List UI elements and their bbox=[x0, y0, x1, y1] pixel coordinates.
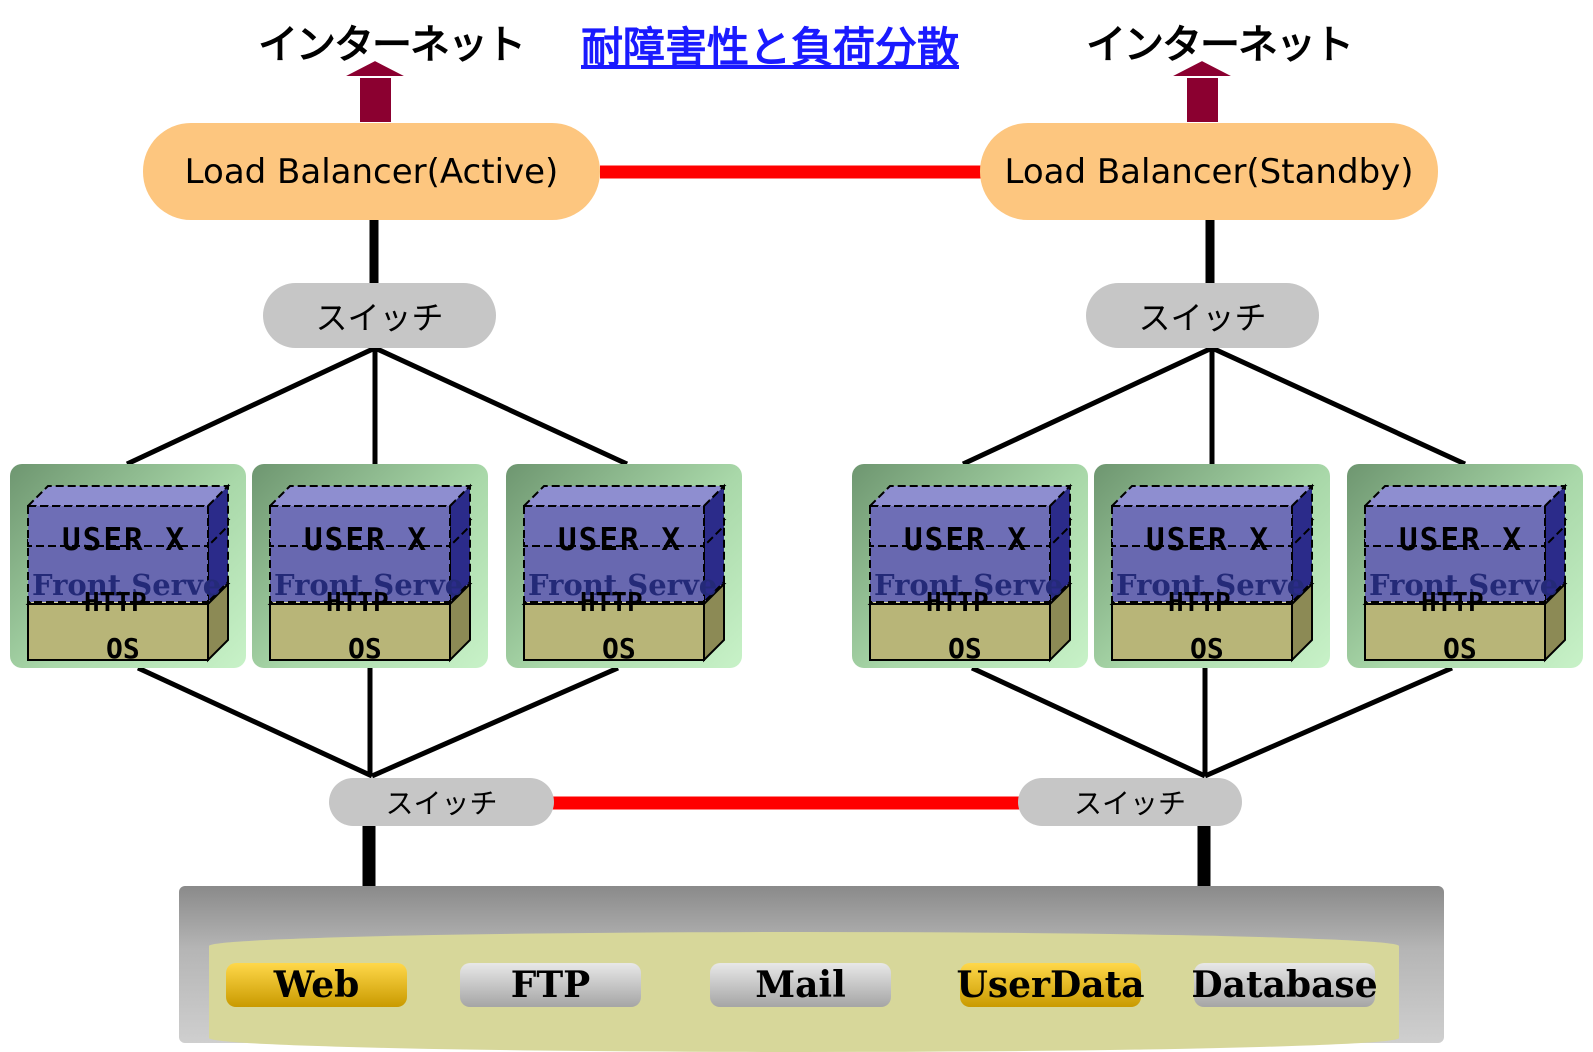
front-server-label: Front Serve bbox=[874, 568, 1064, 602]
http-layer-label: HTTP bbox=[926, 588, 989, 618]
user-layer-label: USER X bbox=[904, 522, 1028, 558]
switch-upper-left: スイッチ bbox=[263, 283, 496, 348]
http-layer-label: HTTP bbox=[1168, 588, 1231, 618]
http-layer-label: HTTP bbox=[1421, 588, 1484, 618]
user-layer bbox=[1362, 483, 1568, 549]
internet-label-left: インターネット bbox=[258, 22, 526, 68]
front-server-label: Front Serve bbox=[1116, 568, 1306, 602]
user-layer-label: USER X bbox=[1146, 522, 1270, 558]
os-layer-label: OS bbox=[1190, 632, 1224, 665]
os-layer-label: OS bbox=[602, 632, 636, 665]
user-layer-label: USER X bbox=[1399, 522, 1523, 558]
internet-label-right: インターネット bbox=[1086, 22, 1354, 68]
front-server-label: Front Serve bbox=[32, 568, 222, 602]
user-layer bbox=[1109, 483, 1315, 549]
http-layer-label: HTTP bbox=[326, 588, 389, 618]
os-layer-label: OS bbox=[106, 632, 140, 665]
os-layer-label: OS bbox=[1443, 632, 1477, 665]
user-layer-label: USER X bbox=[62, 522, 186, 558]
storage-item-userdata: UserData bbox=[956, 963, 1145, 1007]
switch-upper-right: スイッチ bbox=[1086, 283, 1319, 348]
http-layer-label: HTTP bbox=[84, 588, 147, 618]
storage-item-mail: Mail bbox=[710, 963, 891, 1007]
switch-lower-left: スイッチ bbox=[329, 778, 554, 826]
front-server-label: Front Serve bbox=[1369, 568, 1559, 602]
user-layer bbox=[867, 483, 1073, 549]
diagram-title: 耐障害性と負荷分散 bbox=[581, 23, 960, 72]
storage-item-database: Database bbox=[1191, 963, 1378, 1007]
user-layer bbox=[521, 483, 727, 549]
http-layer-label: HTTP bbox=[580, 588, 643, 618]
load-balancer-active: Load Balancer(Active) bbox=[143, 123, 600, 220]
front-server-label: Front Serve bbox=[528, 568, 718, 602]
user-layer bbox=[267, 483, 473, 549]
user-layer bbox=[25, 483, 231, 549]
up-arrow-icon bbox=[341, 58, 409, 124]
user-layer-label: USER X bbox=[558, 522, 682, 558]
switch-lower-right: スイッチ bbox=[1018, 778, 1242, 826]
storage-item-ftp: FTP bbox=[460, 963, 641, 1007]
load-balancer-standby: Load Balancer(Standby) bbox=[980, 123, 1438, 220]
os-layer-label: OS bbox=[348, 632, 382, 665]
front-server-label: Front Serve bbox=[274, 568, 464, 602]
storage-item-web: Web bbox=[226, 963, 407, 1007]
user-layer-label: USER X bbox=[304, 522, 428, 558]
os-layer-label: OS bbox=[948, 632, 982, 665]
